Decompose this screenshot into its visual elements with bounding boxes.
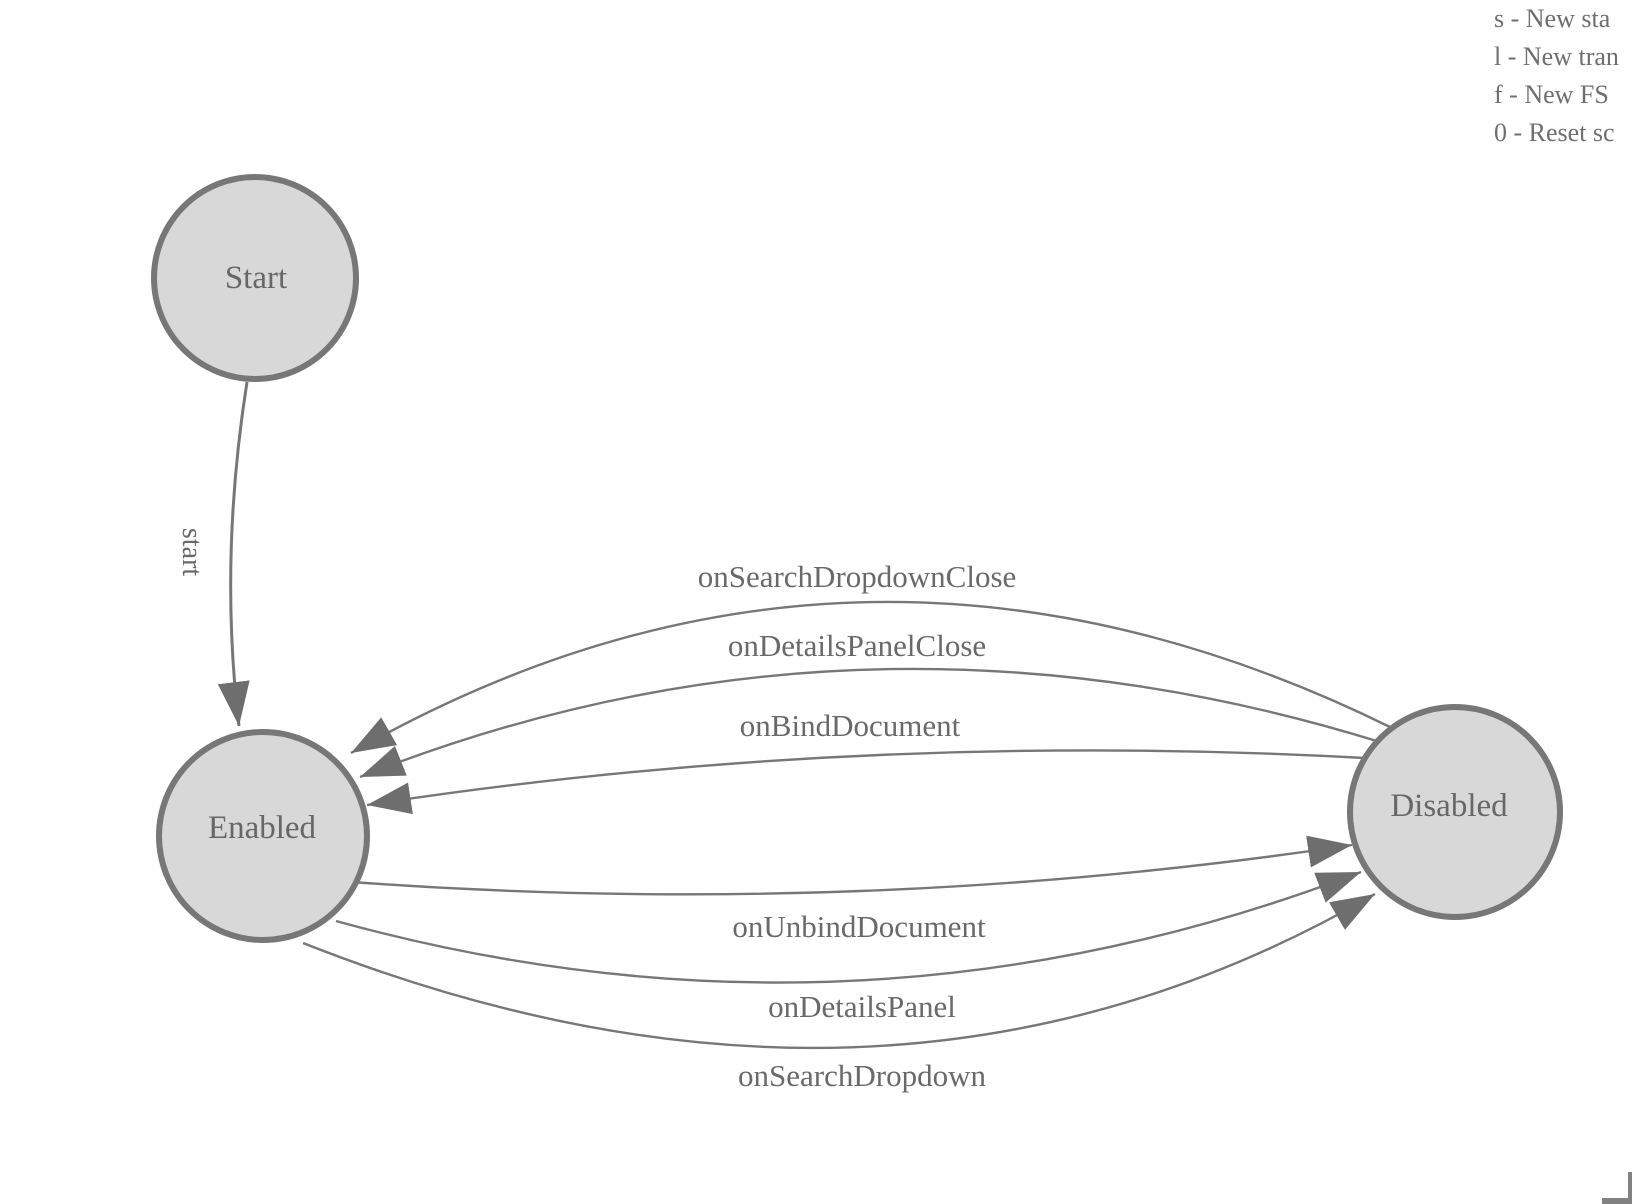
edge-onSearchDropdown[interactable] (302, 892, 1376, 1050)
edge-onDetailsPanelClose[interactable] (359, 667, 1381, 779)
node-start-circle[interactable] (151, 174, 359, 382)
node-start[interactable]: Start (151, 174, 359, 382)
frame-corner-horizontal (1602, 1198, 1632, 1204)
node-enabled-label: Enabled (208, 810, 317, 846)
edge-onDetailsPanel[interactable] (335, 870, 1362, 984)
node-disabled[interactable]: Disabled (1347, 704, 1563, 920)
edge-onSearchDropdownClose[interactable] (350, 600, 1393, 755)
shortcut-legend: s - New sta l - New tran f - New FS 0 - … (1494, 4, 1619, 147)
node-enabled[interactable]: Enabled (156, 729, 370, 943)
edge-label-onSearchDropdownClose: onSearchDropdownClose (698, 559, 1017, 594)
edge-label-onUnbindDocument: onUnbindDocument (732, 909, 986, 944)
edge-label-onSearchDropdown: onSearchDropdown (738, 1058, 986, 1093)
edge-label-start: start (176, 528, 207, 576)
edge-onUnbindDocument[interactable] (351, 835, 1353, 896)
node-start-label: Start (225, 260, 287, 296)
legend-line-new-state: s - New sta (1494, 4, 1611, 33)
legend-line-new-fsm: f - New FS (1494, 80, 1609, 109)
edge-onBindDocument[interactable] (366, 749, 1366, 815)
edge-label-onDetailsPanelClose: onDetailsPanelClose (728, 628, 986, 663)
frame-corner-vertical (1628, 1172, 1632, 1200)
node-disabled-circle[interactable] (1347, 704, 1563, 920)
node-enabled-circle[interactable] (156, 729, 370, 943)
legend-line-reset: 0 - Reset sc (1494, 118, 1615, 147)
legend-line-new-transition: l - New tran (1494, 42, 1619, 71)
edge-start[interactable] (217, 381, 250, 727)
node-disabled-label: Disabled (1390, 788, 1508, 824)
edge-label-onBindDocument: onBindDocument (740, 708, 961, 743)
edge-label-onDetailsPanel: onDetailsPanel (768, 989, 956, 1024)
offscreen-frame-corner (1602, 1172, 1632, 1204)
